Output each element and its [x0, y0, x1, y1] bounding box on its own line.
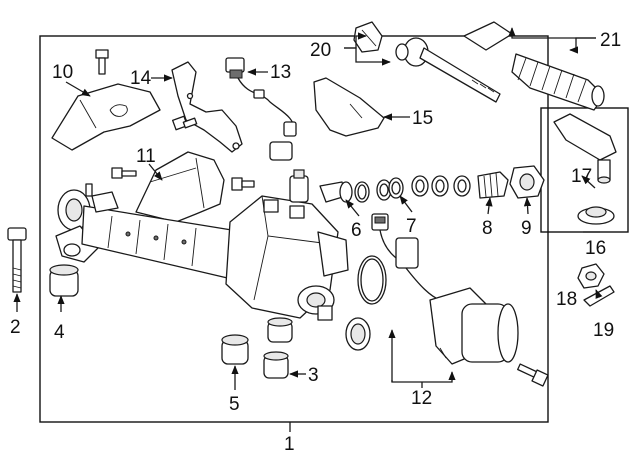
seal-part [319, 181, 353, 203]
callout-19: 19 [593, 320, 614, 341]
bolt-part [172, 115, 198, 131]
bolt-part [231, 177, 255, 191]
bolt-part [95, 49, 109, 75]
inner-tie-rod-part [395, 37, 501, 103]
callout-11: 11 [136, 146, 156, 167]
bolt-part [517, 363, 549, 387]
callout-4: 4 [54, 322, 65, 343]
washer-part [453, 175, 471, 197]
callout-18: 18 [556, 289, 577, 310]
callout-20: 20 [310, 40, 331, 61]
rack-cover-part [135, 151, 225, 223]
bellows-part [477, 171, 509, 199]
callout-2: 2 [10, 317, 21, 338]
washer-part [388, 177, 404, 199]
bushing-part [49, 264, 79, 297]
callout-10: 10 [52, 62, 73, 83]
assist-motor-part [429, 287, 519, 365]
callout-6: 6 [351, 220, 362, 241]
boot-bracket-part [313, 77, 385, 137]
callout-13: 13 [270, 62, 291, 83]
washer-part [376, 179, 392, 201]
callout-1: 1 [284, 434, 295, 455]
heat-shield-part [51, 83, 161, 151]
callout-5: 5 [229, 394, 240, 415]
callout-15: 15 [412, 108, 433, 129]
o-ring-part [357, 255, 387, 305]
boot-part [463, 21, 605, 111]
callout-17: 17 [571, 166, 592, 187]
dust-seal-part [577, 206, 615, 225]
wiring-harness-part [225, 57, 297, 161]
main-assembly-frame [39, 35, 549, 423]
o-ring-part [354, 181, 370, 203]
bolt-part [111, 167, 137, 179]
callout-16: 16 [585, 238, 606, 259]
o-ring-part [345, 317, 371, 351]
callout-12: 12 [411, 388, 432, 409]
boot-clamp-part [353, 21, 383, 53]
bushing-part [263, 351, 289, 379]
steering-gear-body-part [55, 169, 349, 321]
callout-14: 14 [130, 68, 152, 89]
cotter-pin-part [583, 285, 615, 307]
callout-8: 8 [482, 218, 493, 239]
washer-part [431, 175, 449, 197]
callout-3: 3 [308, 365, 319, 386]
bushing-part [221, 334, 249, 365]
lock-nut-part [509, 165, 545, 199]
callout-21: 21 [600, 30, 621, 51]
washer-part [411, 175, 429, 197]
callout-7: 7 [406, 216, 417, 237]
leader-lines [13, 27, 603, 432]
long-bolt-part [7, 227, 27, 293]
bushing-part [267, 317, 293, 343]
nut-part [577, 263, 605, 289]
motor-connector-part [371, 213, 441, 301]
tie-rod-end-part [553, 113, 617, 184]
callout-9: 9 [521, 218, 532, 239]
